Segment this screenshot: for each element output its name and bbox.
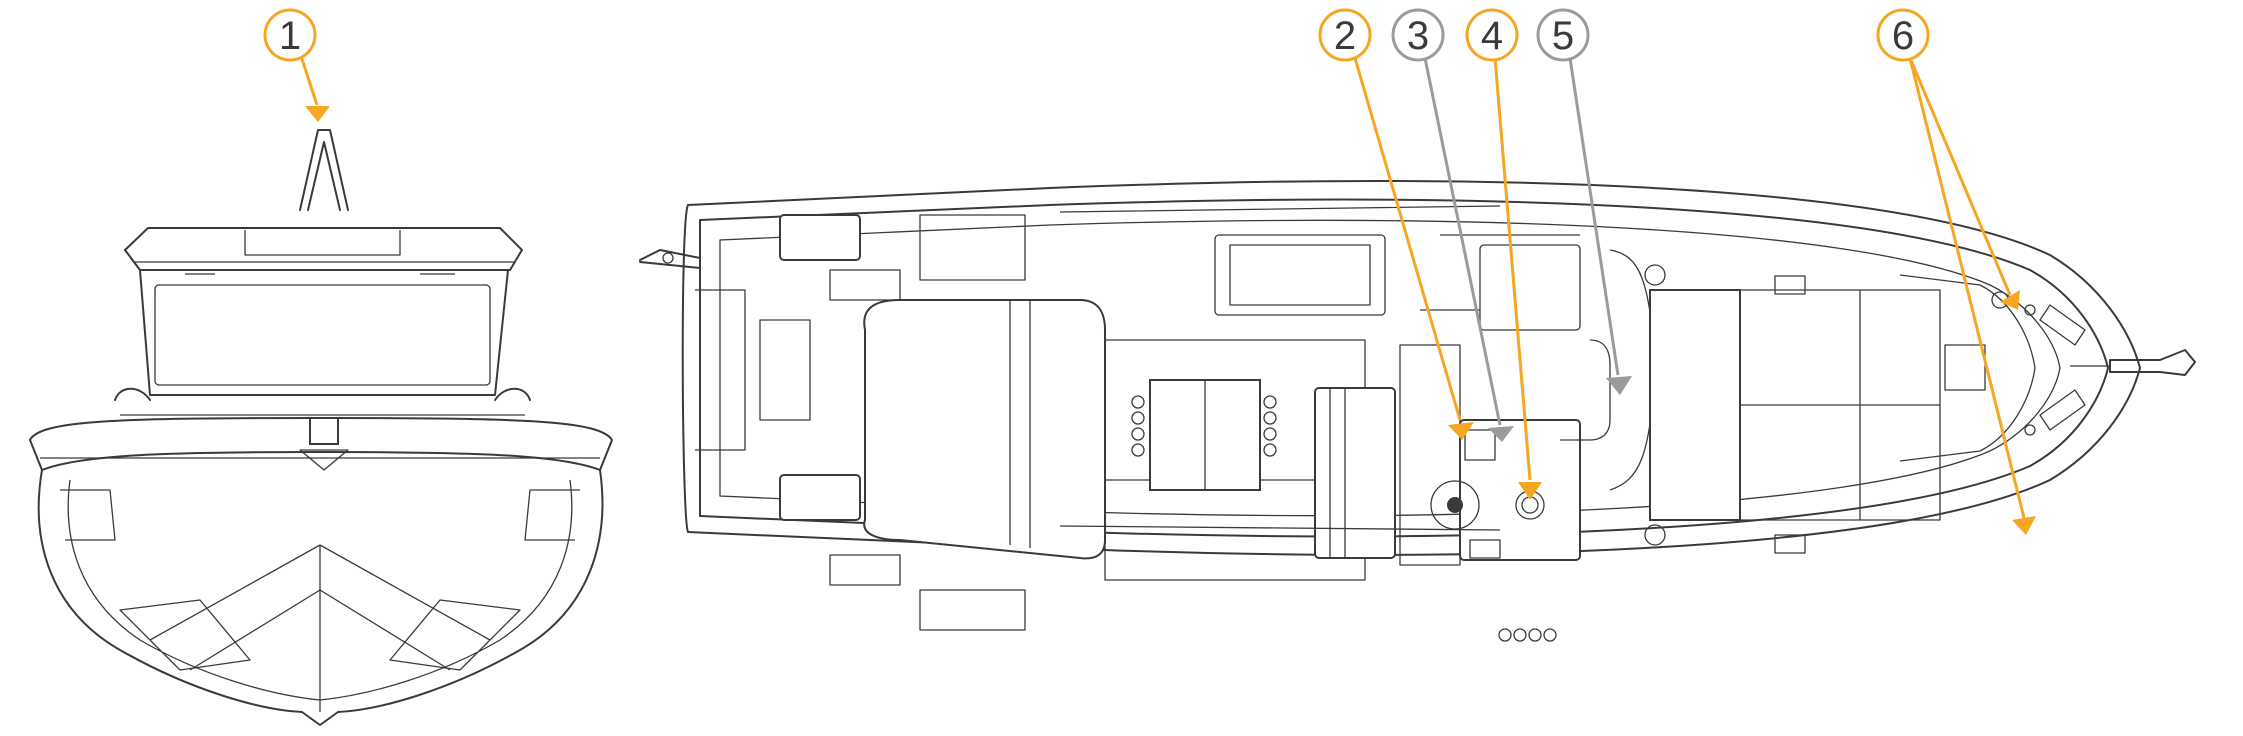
boat-front-view [29,129,613,726]
callout-label-1: 1 [279,14,301,58]
callout-4: 4 [1465,8,1542,500]
callout-label-5: 5 [1552,14,1574,58]
callout-2: 2 [1318,8,1474,440]
callout-label-4: 4 [1481,14,1503,58]
callout-label-2: 2 [1334,14,1356,58]
callout-5: 5 [1536,8,1632,395]
callout-3: 3 [1391,8,1514,442]
callout-label-3: 3 [1407,14,1429,58]
boat-top-view [639,180,2196,642]
callout-1: 1 [263,8,330,122]
callout-label-6: 6 [1892,14,1914,58]
callout-6: 6 [1876,8,2036,535]
